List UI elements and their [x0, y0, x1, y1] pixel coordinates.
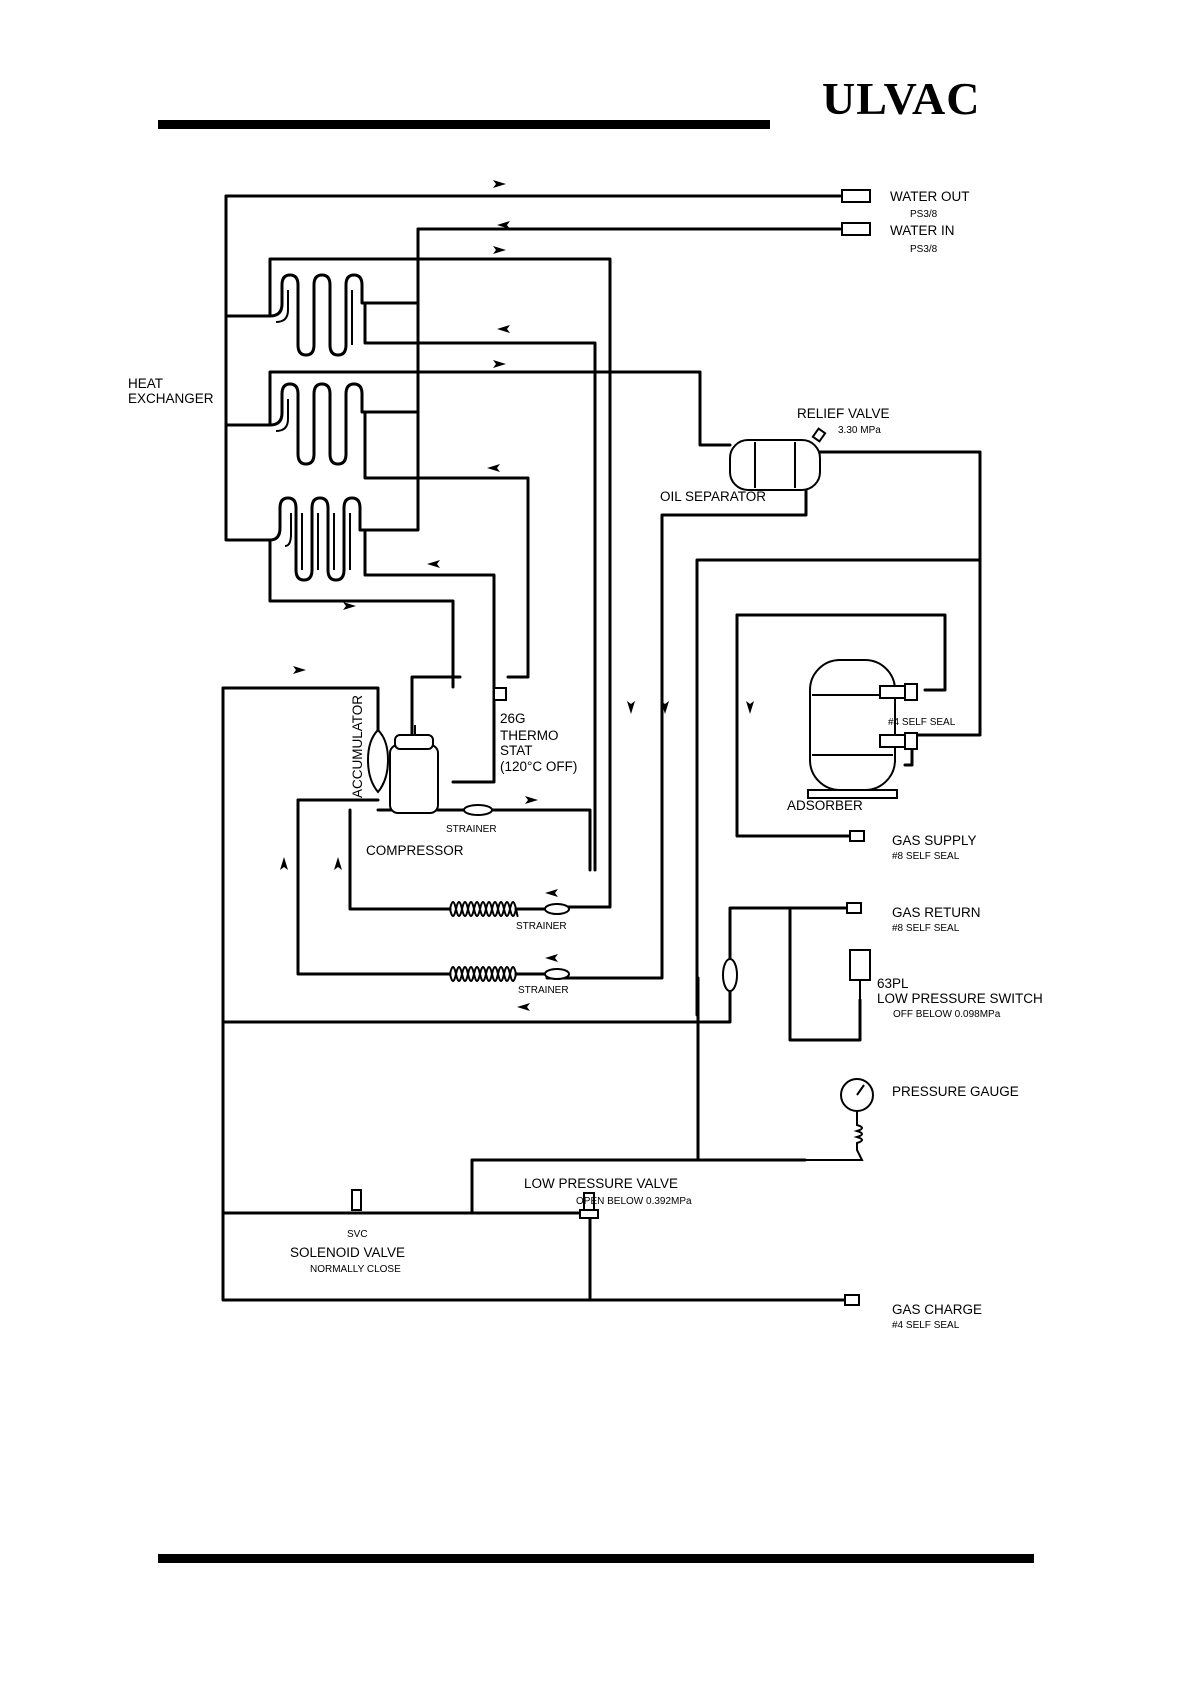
footer-rule — [158, 1554, 1034, 1563]
strainer-2 — [544, 903, 570, 915]
thermostat-switch — [493, 687, 507, 701]
low-pressure-valve-label: LOW PRESSURE VALVE — [524, 1176, 678, 1191]
thermostat-label-1: THERMO — [500, 728, 559, 743]
pressure-gauge — [805, 1078, 874, 1161]
low-pressure-switch — [849, 949, 871, 1000]
relief-valve-icon — [811, 427, 827, 443]
gas-charge-label: GAS CHARGE — [892, 1302, 982, 1317]
compressor-label: COMPRESSOR — [366, 843, 464, 858]
solenoid-valve-label: SOLENOID VALVE — [290, 1245, 405, 1260]
gas-supply-spec: #8 SELF SEAL — [892, 851, 960, 862]
strainer-label-2: STRAINER — [516, 921, 567, 932]
oil-separator-label: OIL SEPARATOR — [660, 489, 766, 504]
water-in-spec: PS3/8 — [910, 244, 938, 255]
thermostat-code-label: 26G — [500, 711, 526, 726]
ulvac-logo: ULVAC — [822, 73, 981, 124]
gas-supply-port — [849, 830, 865, 842]
switch-code-label: 63PL — [877, 976, 909, 991]
solenoid-valve — [351, 1189, 362, 1211]
water-out-spec: PS3/8 — [910, 209, 938, 220]
pressure-gauge-label: PRESSURE GAUGE — [892, 1084, 1019, 1099]
strainer-1 — [463, 804, 493, 816]
accumulator-label: ACCUMULATOR — [350, 695, 365, 798]
low-pressure-valve-spec: OPEN BELOW 0.392MPa — [576, 1196, 692, 1207]
low-pressure-switch-spec: OFF BELOW 0.098MPa — [893, 1009, 1001, 1020]
strainer-3 — [544, 968, 570, 980]
adsorber-label: ADSORBER — [787, 798, 863, 813]
compressor — [389, 725, 439, 814]
gas-return-port — [846, 902, 862, 914]
svc-label: SVC — [347, 1229, 368, 1240]
low-pressure-valve — [579, 1192, 599, 1219]
strainer-label-3: STRAINER — [518, 985, 569, 996]
heat-exchanger-label-2: EXCHANGER — [128, 391, 214, 406]
oil-separator — [729, 439, 821, 491]
thermostat-label-3: (120°C OFF) — [500, 759, 577, 774]
strainer-label-1: STRAINER — [446, 824, 497, 835]
heat-exchanger-coils — [268, 273, 367, 582]
refrigerant-circuit — [221, 257, 982, 1302]
relief-valve-label: RELIEF VALVE — [797, 406, 890, 421]
thermostat-label-2: STAT — [500, 743, 533, 758]
gas-return-label: GAS RETURN — [892, 905, 981, 920]
gas-charge-port — [844, 1294, 860, 1306]
low-pressure-switch-label: LOW PRESSURE SWITCH — [877, 991, 1043, 1006]
solenoid-valve-spec: NORMALLY CLOSE — [310, 1264, 401, 1275]
accumulator-vessel — [366, 728, 390, 794]
inline-filter — [722, 958, 738, 992]
self-seal-label: #4 SELF SEAL — [888, 717, 956, 728]
gas-return-spec: #8 SELF SEAL — [892, 923, 960, 934]
heat-exchanger-label-1: HEAT — [128, 376, 163, 391]
relief-valve-spec: 3.30 MPa — [838, 425, 881, 436]
gas-charge-spec: #4 SELF SEAL — [892, 1320, 960, 1331]
capillary-coils — [449, 901, 549, 982]
water-out-label: WATER OUT — [890, 189, 970, 204]
water-in-port — [841, 222, 871, 236]
adsorber-vessel — [807, 659, 918, 799]
gas-supply-label: GAS SUPPLY — [892, 833, 977, 848]
water-out-port — [841, 189, 871, 203]
water-in-label: WATER IN — [890, 223, 955, 238]
water-circuit — [224, 194, 842, 542]
header-rule — [158, 120, 770, 129]
